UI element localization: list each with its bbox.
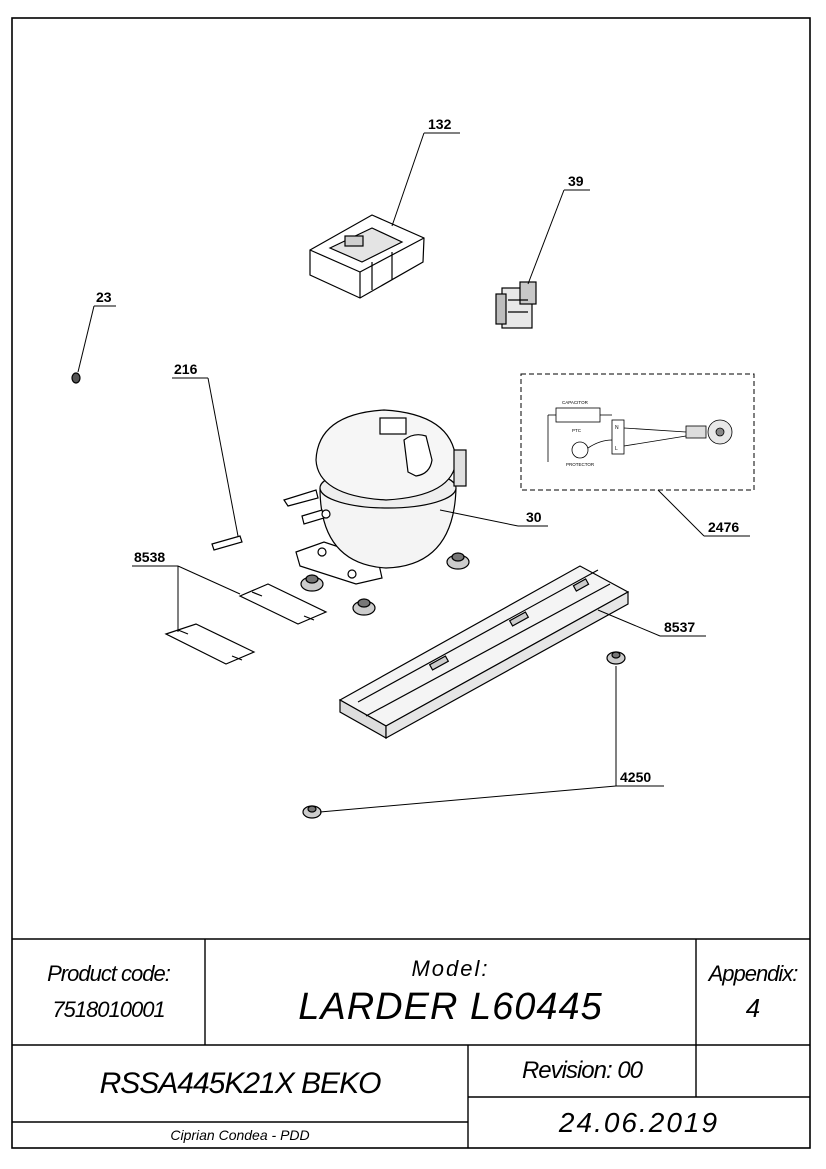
product-code-label: Product code: (47, 961, 171, 986)
callout-4250: 4250 (620, 769, 651, 785)
wiring-capacitor-label: CAPACITOR (562, 400, 589, 405)
leader-23 (77, 305, 95, 373)
callout-30: 30 (526, 509, 542, 525)
product-code-value: 7518010001 (52, 997, 165, 1022)
part-39-relay (495, 281, 537, 329)
leader-30 (439, 509, 519, 527)
part-4250-foot-left (302, 805, 322, 819)
leader-132 (391, 132, 425, 227)
leader-39 (527, 189, 565, 285)
part-23-clip (71, 372, 81, 384)
part-132-cover (309, 214, 425, 299)
callout-8537: 8537 (664, 619, 695, 635)
callout-39: 39 (568, 173, 584, 189)
date: 24.06.2019 (558, 1106, 720, 1138)
grommet-1 (300, 574, 324, 592)
appendix-value: 4 (745, 992, 761, 1023)
part-8538-bracket-upper (238, 583, 328, 625)
leader-216 (207, 377, 239, 537)
callout-23: 23 (96, 289, 112, 305)
model-value: LARDER L60445 (298, 985, 603, 1028)
part-2476-wiring-box (520, 373, 755, 491)
product-code-cell: Product code: 7518010001 (12, 939, 205, 1045)
callout-2476: 2476 (708, 519, 739, 535)
date-cell: 24.06.2019 (468, 1097, 810, 1148)
revision: Revision: 00 (521, 1057, 643, 1084)
leader-8538-a (177, 565, 241, 595)
revision-cell: Revision: 00 (468, 1045, 696, 1097)
part-8538-bracket-lower (164, 623, 256, 665)
callout-132: 132 (428, 116, 452, 132)
title-block-grid (12, 938, 810, 1148)
leader-8537 (597, 609, 661, 637)
author-cell: Ciprian Condea - PDD (12, 1122, 468, 1148)
model-label: Model: (411, 955, 490, 981)
part-8537-base-rail (338, 565, 630, 740)
part-2476-wiring-schematic (547, 407, 733, 462)
drawing-frame (11, 17, 811, 1149)
wiring-ptc-label: PTC (572, 428, 582, 433)
appendix-label: Appendix: (708, 960, 799, 986)
appendix-cell: Appendix: 4 (696, 939, 810, 1045)
part-216-pin (211, 535, 243, 551)
leader-2476 (657, 489, 705, 537)
part-30-compressor (283, 409, 467, 585)
part-name: RSSA445K21X BEKO (99, 1066, 382, 1100)
leader-4250-b (319, 785, 617, 813)
callout-216: 216 (174, 361, 198, 377)
part-4250-foot-right (606, 651, 626, 665)
wiring-protector-label: PROTECTOR (566, 462, 595, 467)
part-name-cell: RSSA445K21X BEKO (12, 1045, 468, 1122)
grommet-2 (352, 598, 376, 616)
grommet-3 (446, 552, 470, 570)
callout-8538: 8538 (134, 549, 165, 565)
wiring-terminal-l: L (615, 446, 618, 452)
wiring-terminal-n: N (615, 425, 619, 431)
author: Ciprian Condea - PDD (170, 1127, 310, 1143)
model-cell: Model: LARDER L60445 (205, 939, 696, 1045)
